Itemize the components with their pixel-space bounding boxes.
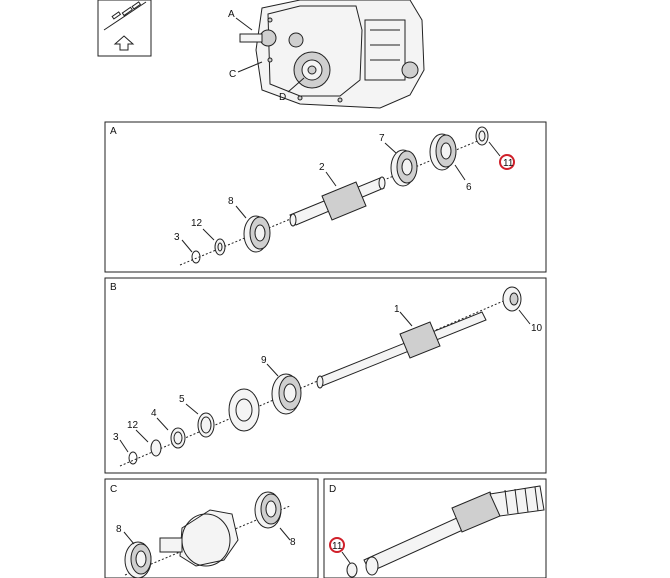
ring-part-4 <box>170 427 186 449</box>
panel-b-label: B <box>110 282 117 293</box>
panel-a-callout-2: 2 <box>319 162 325 173</box>
panel-d-callout-11: 11 <box>332 541 343 552</box>
panel-b-callout-12: 12 <box>127 420 139 431</box>
up-arrow-icon <box>113 35 135 51</box>
overview-callout-d: D <box>279 92 286 103</box>
seal-part-11 <box>475 126 489 146</box>
panel-b-callout-4: 4 <box>151 408 157 419</box>
panel-b-callout-1: 1 <box>394 304 400 315</box>
panel-a: A 7 11 <box>104 121 547 273</box>
panel-c-callout-8-right: 8 <box>290 537 296 548</box>
panel-b-callout-3: 3 <box>113 432 119 443</box>
panel-c: C 8 8 <box>104 478 319 578</box>
clutch-drum-part <box>179 509 239 567</box>
seal-part-11 <box>346 562 358 578</box>
direction-icon-box <box>97 0 152 57</box>
ring-part-12 <box>150 439 162 457</box>
panel-c-callout-8-left: 8 <box>116 524 122 535</box>
overview-callout-a: A <box>228 9 235 20</box>
panel-a-callout-3: 3 <box>174 232 180 243</box>
shaft-part-1 <box>317 311 487 387</box>
panel-b-callout-9: 9 <box>261 355 267 366</box>
panel-a-callout-11: 11 <box>503 158 514 169</box>
overview-callout-c: C <box>229 69 236 80</box>
panel-a-highlight-ring <box>499 154 515 170</box>
panel-b: B 1 10 9 5 <box>104 277 547 474</box>
panel-d-highlight-ring <box>329 537 345 553</box>
panel-a-label: A <box>110 126 117 137</box>
panel-a-callout-7: 7 <box>379 133 385 144</box>
bearing-part-large <box>228 388 260 432</box>
snap-ring-part-3 <box>191 250 201 264</box>
snap-ring-part-3 <box>128 451 138 465</box>
panel-c-label: C <box>110 484 117 495</box>
panel-d-label: D <box>329 484 336 495</box>
ring-part-12 <box>214 238 226 256</box>
panel-a-callout-6: 6 <box>466 182 472 193</box>
transmission-overview: A C D <box>228 0 425 109</box>
panel-a-callout-12: 12 <box>191 218 203 229</box>
panel-a-callout-8: 8 <box>228 196 234 207</box>
panel-b-callout-10: 10 <box>531 323 543 334</box>
panel-b-callout-5: 5 <box>179 394 185 405</box>
panel-d: D 11 <box>323 478 547 578</box>
ring-part-5 <box>197 412 215 438</box>
